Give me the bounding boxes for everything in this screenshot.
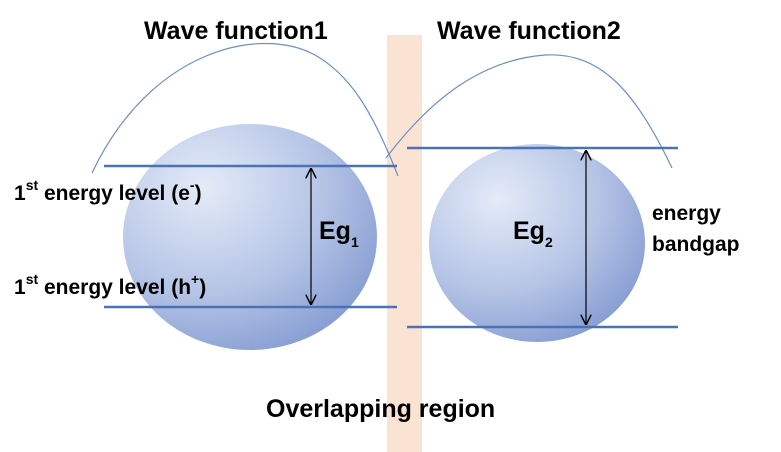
wave-function-1-label: Wave function1 [144, 17, 328, 45]
hole-level-label: 1st energy level (h+) [14, 271, 206, 299]
overlapping-region-label: Overlapping region [266, 395, 495, 423]
wave-function-2-label: Wave function2 [437, 17, 621, 45]
electron-level-label: 1st energy level (e-) [14, 177, 202, 205]
energy-bandgap-line2: bandgap [652, 233, 740, 256]
overlapping-region-band [387, 35, 422, 452]
energy-bandgap-line1: energy [652, 202, 721, 225]
